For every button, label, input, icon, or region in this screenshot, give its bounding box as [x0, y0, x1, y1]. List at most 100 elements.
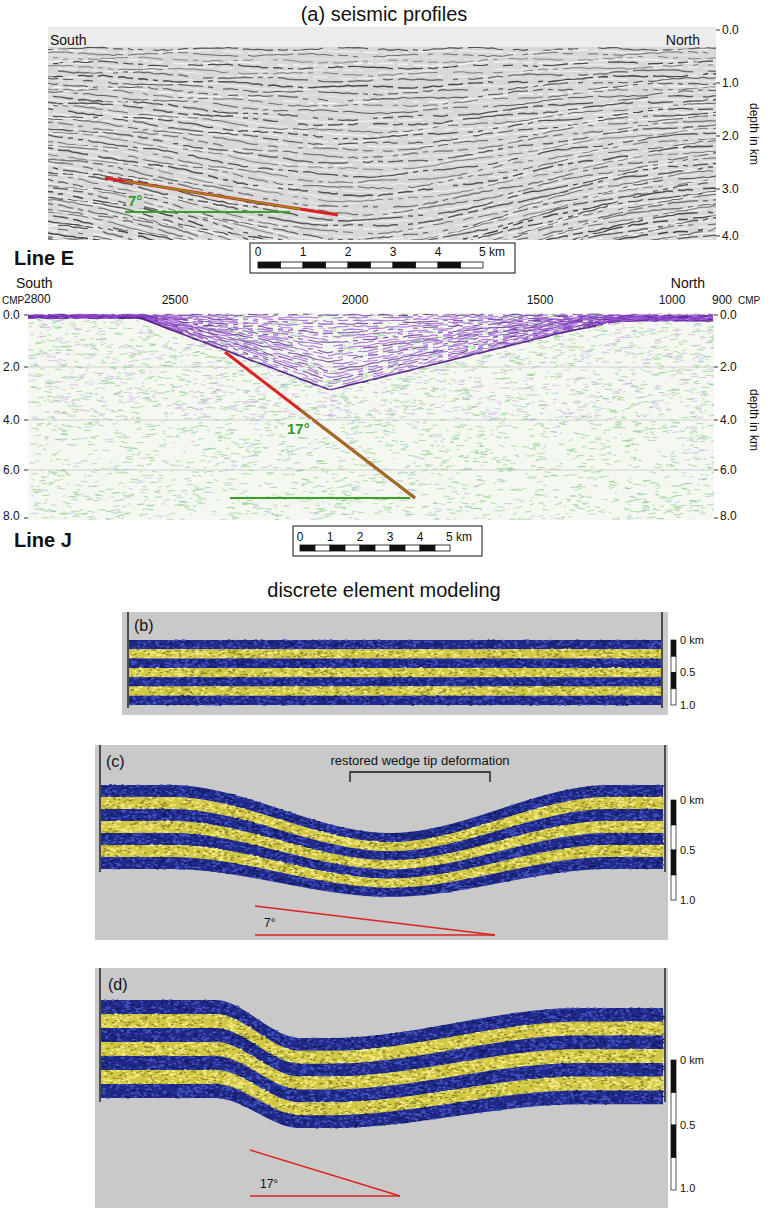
scale-segment — [390, 545, 405, 551]
scale-segment — [348, 262, 371, 268]
model-layers-b — [129, 640, 662, 705]
reflector — [48, 83, 716, 101]
grain-texture — [130, 677, 660, 686]
blue-layer — [129, 677, 661, 686]
scale-segment — [671, 825, 676, 850]
reflector — [58, 224, 716, 240]
reflector — [48, 215, 708, 240]
scale-segment — [281, 262, 304, 268]
scale-segment — [326, 262, 349, 268]
axis-title: depth in km — [748, 103, 760, 165]
tick — [24, 470, 28, 471]
fault-line — [225, 352, 415, 498]
scale-frame — [293, 526, 482, 556]
scale-number: 5 km — [479, 246, 505, 258]
scale-label: 0.5 — [680, 667, 695, 678]
angle-lines-c — [255, 906, 495, 935]
scale-segment — [416, 262, 439, 268]
reflector — [48, 52, 708, 57]
reflector — [48, 171, 713, 234]
scale-number: 4 — [435, 246, 442, 258]
scale-segment — [315, 545, 330, 551]
scale-number: 4 — [417, 531, 424, 543]
grain-texture — [103, 857, 663, 895]
reflector — [28, 317, 713, 386]
depth-tick-label: 4.0 — [3, 414, 20, 426]
cmp-label: CMP — [2, 296, 24, 306]
reflector — [28, 317, 708, 377]
base-line — [255, 906, 495, 935]
model-layers-d — [101, 1000, 665, 1128]
wall — [127, 612, 129, 708]
reflector — [48, 77, 716, 95]
scale-number: 5 km — [446, 531, 472, 543]
grain-texture — [131, 659, 661, 668]
reflector — [48, 228, 716, 240]
basin-base — [120, 318, 596, 390]
model-layers-c — [101, 785, 665, 897]
angle-label: 17° — [285, 420, 312, 437]
profile-name: Line E — [14, 248, 74, 268]
reflector — [48, 239, 713, 241]
tick — [716, 236, 720, 237]
cmp-number: 2000 — [342, 294, 369, 306]
scale-segment — [405, 545, 420, 551]
scale-number: 0 — [255, 246, 262, 258]
reflector — [48, 227, 716, 240]
scale-segment — [671, 640, 676, 656]
depth-tick-label: 8.0 — [3, 510, 20, 522]
tick — [714, 518, 718, 519]
scale-label: 0 km — [680, 635, 704, 646]
reflector — [28, 317, 708, 383]
scale-segment — [671, 800, 676, 825]
reflector — [48, 47, 716, 50]
scale-segment — [371, 262, 394, 268]
depth-tick-label: 0.0 — [720, 309, 737, 321]
tick — [714, 420, 718, 421]
scale-segment — [671, 673, 676, 689]
reflector — [48, 235, 716, 240]
seismic-reflectors-j — [28, 313, 714, 520]
horizontal-reference — [230, 497, 410, 499]
panel-label: (c) — [106, 754, 125, 770]
scale-number: 2 — [357, 531, 364, 543]
angle-label: 17° — [258, 1177, 280, 1191]
grain-texture — [131, 687, 659, 696]
seismic-reflectors-e — [48, 47, 716, 240]
seismic-noise — [29, 313, 715, 420]
wall — [661, 612, 663, 708]
reflector — [53, 111, 716, 142]
scale-segment — [258, 262, 281, 268]
model-frame-b — [122, 612, 668, 715]
scale-label: 0.5 — [680, 1120, 695, 1131]
scale-segment — [671, 689, 676, 705]
scale-segment — [420, 545, 435, 551]
reflector — [33, 317, 708, 374]
reflector — [28, 317, 713, 371]
blue-layer — [129, 696, 661, 705]
reflector — [28, 317, 713, 389]
grain-texture — [131, 677, 661, 686]
depth-grid-line — [28, 420, 714, 421]
cmp-label: CMP — [738, 296, 760, 306]
reflector — [28, 316, 713, 367]
scale-label: 0 km — [680, 795, 704, 806]
annotation: restored wedge tip deformation — [330, 754, 509, 767]
cmp-number: 2500 — [162, 294, 189, 306]
scale-label: 1.0 — [680, 895, 695, 906]
scale-number: 3 — [390, 246, 397, 258]
depth-tick-label: 2.0 — [3, 361, 20, 373]
model-frame-c — [95, 745, 668, 940]
panel-label: (d) — [108, 977, 128, 993]
angle-label: 7° — [126, 192, 144, 209]
scale-number: 0 — [297, 531, 304, 543]
tick — [716, 136, 720, 137]
tick — [714, 470, 718, 471]
tick — [24, 518, 28, 519]
scale-segment — [303, 262, 326, 268]
scale-segment — [438, 262, 461, 268]
blue-layer — [101, 857, 663, 897]
scale-number: 3 — [387, 531, 394, 543]
reflector — [53, 86, 716, 104]
